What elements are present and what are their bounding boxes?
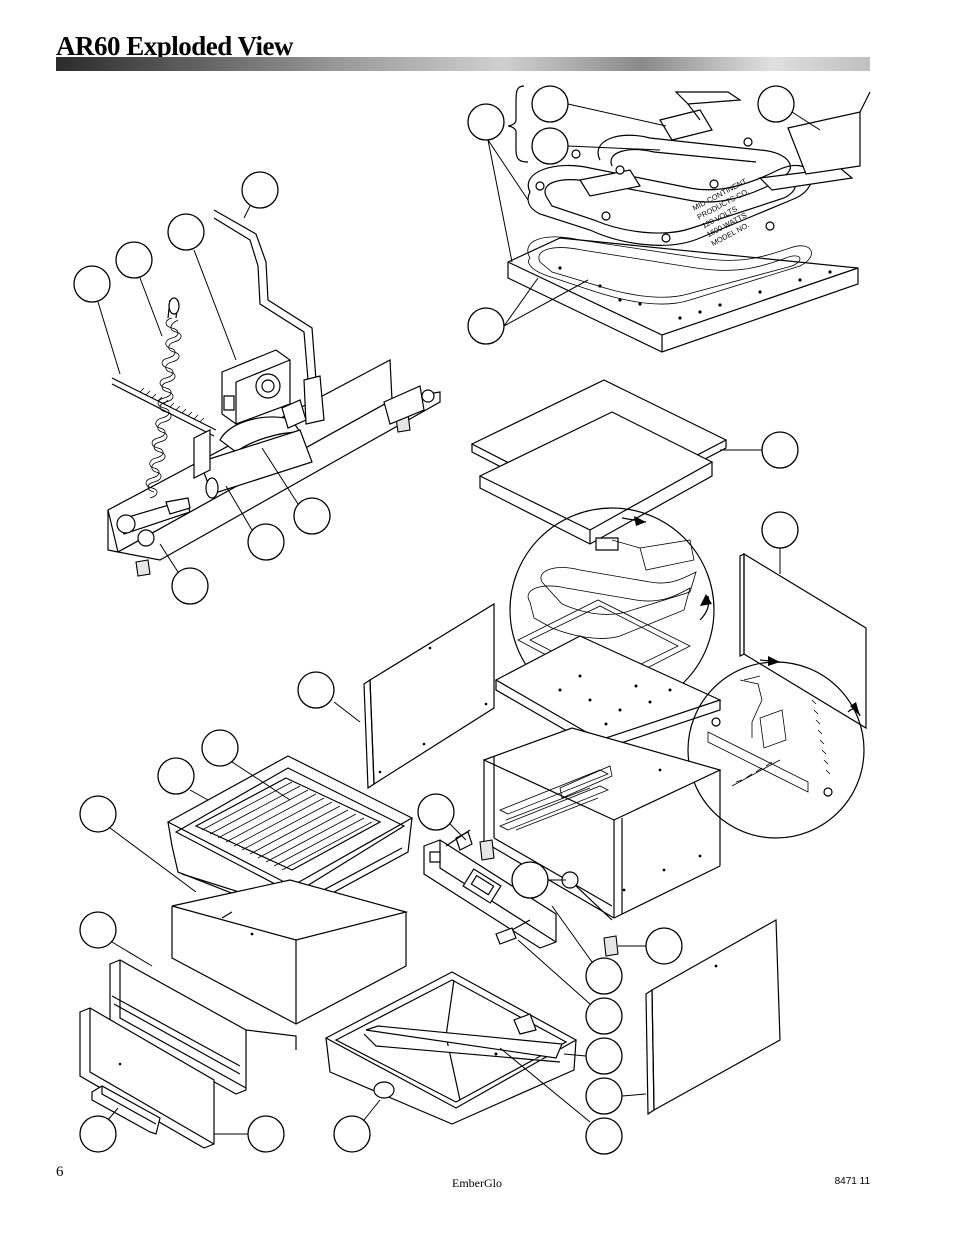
crumb-tray bbox=[326, 972, 576, 1124]
control-valve-assembly bbox=[108, 210, 440, 576]
main-frame bbox=[480, 728, 720, 956]
detail-circle-control bbox=[688, 656, 864, 838]
cover-plates bbox=[472, 380, 726, 550]
callout-circles bbox=[74, 86, 820, 1154]
document-code: 8471 11 bbox=[834, 1176, 870, 1187]
title-gradient-bar bbox=[56, 57, 870, 71]
right-lower-panel bbox=[646, 920, 780, 1114]
broiler-pan-and-rack bbox=[168, 756, 412, 916]
heating-element-assembly: MID-CONTINENT PRODUCTS CO. 120 VOLTS 160… bbox=[508, 86, 870, 352]
page-title: AR60 Exploded View bbox=[56, 31, 294, 61]
page-number: 6 bbox=[56, 1164, 64, 1180]
top-panel bbox=[496, 636, 720, 750]
control-panel-strip bbox=[424, 830, 556, 948]
right-side-panel bbox=[740, 554, 866, 728]
drawer-box bbox=[172, 880, 406, 1024]
footer-brand: EmberGlo bbox=[452, 1176, 502, 1190]
left-side-panel bbox=[364, 604, 494, 788]
drawer-face-and-handle bbox=[80, 1008, 214, 1148]
